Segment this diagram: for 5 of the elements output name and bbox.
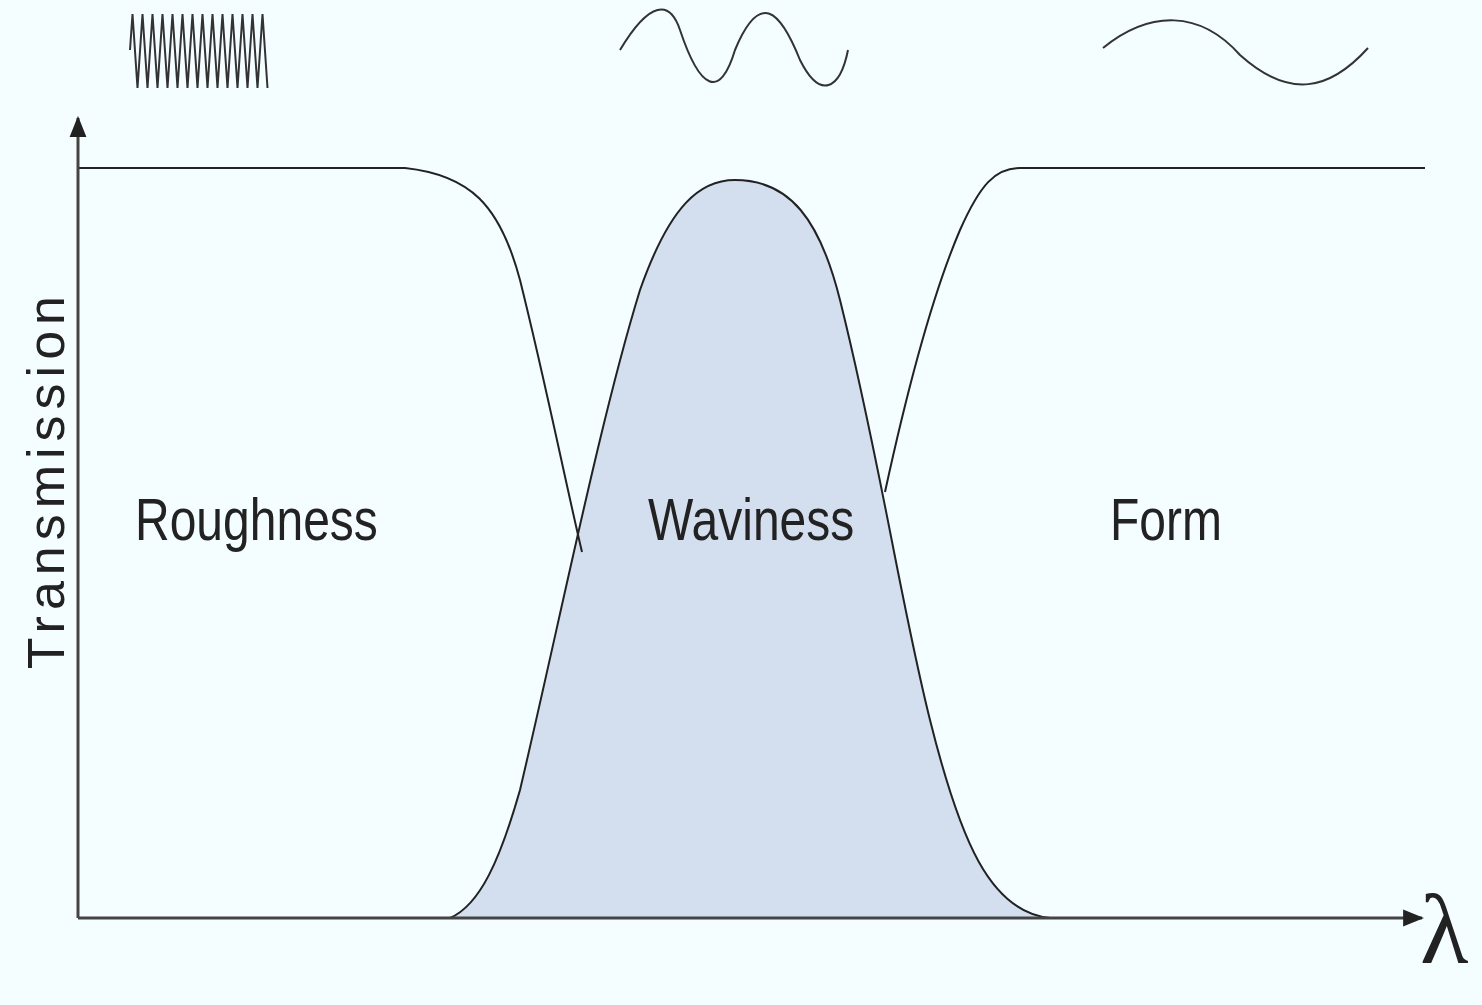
axis-label: Transmission — [20, 290, 72, 670]
region-label: Roughness — [135, 490, 378, 550]
axis-label: λ — [1420, 880, 1469, 980]
region-label: Form — [1110, 490, 1222, 550]
region-label: Waviness — [648, 490, 855, 550]
